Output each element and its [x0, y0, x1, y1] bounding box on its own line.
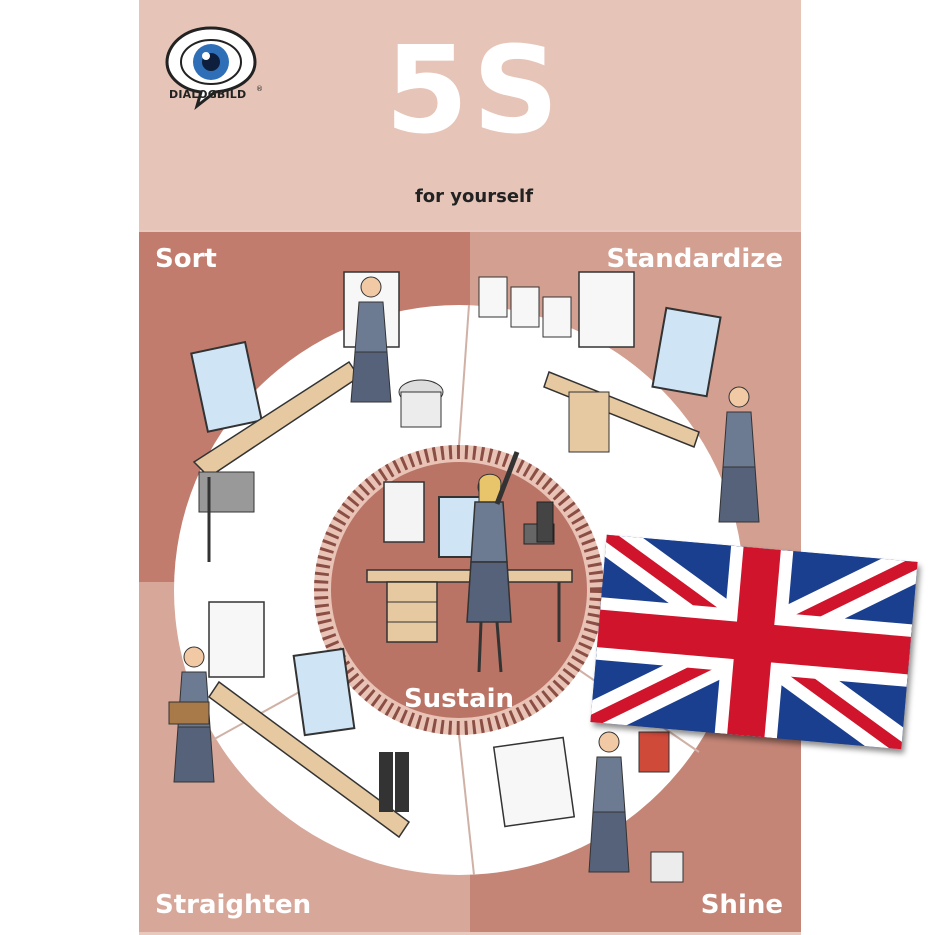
brand-name: DIALOGBILD: [169, 88, 247, 101]
center-label: Sustain: [404, 684, 514, 714]
eye-logo-icon: [165, 26, 257, 111]
quadrant-label-straighten: Straighten: [155, 890, 312, 920]
five-s-wheel: Sustain: [168, 271, 760, 883]
poster: DIALOGBILD ® 5S for yourself: [139, 0, 801, 935]
poster-subtitle: for yourself: [414, 186, 534, 207]
quadrant-label-sort: Sort: [155, 244, 217, 274]
shine-desk-illustration: [492, 731, 684, 883]
quadrant-label-shine: Shine: [700, 890, 783, 920]
uk-flag-icon: [590, 534, 918, 750]
ruler-ring: [314, 445, 604, 735]
straighten-desk-illustration: [168, 601, 411, 839]
sort-desk-illustration: [190, 271, 444, 562]
poster-header: [139, 0, 801, 230]
quadrant-label-standardize: Standardize: [606, 244, 783, 274]
center-desk-illustration: [366, 451, 573, 673]
poster-title: 5S: [385, 22, 563, 161]
registered-mark: ®: [256, 85, 263, 93]
standardize-desk-illustration: [478, 271, 760, 523]
